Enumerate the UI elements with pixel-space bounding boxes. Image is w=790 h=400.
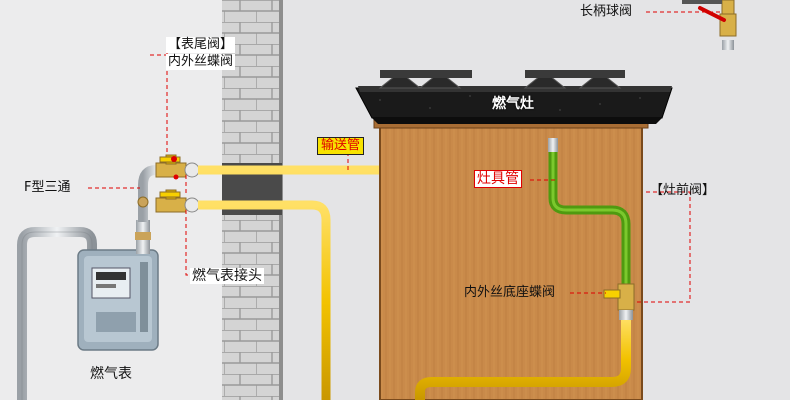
base-butterfly-valve-label: 内外丝底座蝶阀: [464, 285, 556, 300]
gas-meter-label: 燃气表: [90, 366, 132, 382]
long-handle-ball-valve: [682, 0, 737, 50]
base-butterfly-valve: [603, 283, 635, 320]
meter-joint-label: 燃气表接头: [190, 268, 264, 284]
tail-valve-label-line1: 【表尾阀】: [166, 37, 236, 53]
tail-valve-lower: [155, 189, 187, 213]
stove-pipe-label: 灶具管: [474, 170, 522, 188]
long-handle-valve-label: 长柄球阀: [580, 4, 633, 19]
f-tee-label: F型三通: [24, 180, 71, 195]
delivery-pipe-label: 输送管: [317, 137, 365, 155]
gas-meter-body: [77, 249, 159, 351]
stove-label: 燃气灶: [492, 96, 534, 112]
tail-valve-label-line2: 内外丝蝶阀: [166, 54, 236, 70]
inlet-silver-pipe: [17, 227, 97, 400]
cabinet-pipe: [415, 318, 631, 400]
stove-front-valve-label: 【灶前阀】: [650, 183, 716, 198]
delivery-pipe-lower: [198, 200, 331, 400]
wooden-cabinet: [379, 117, 643, 400]
tail-valve-upper: [155, 154, 187, 178]
gas-stove: [355, 70, 673, 124]
